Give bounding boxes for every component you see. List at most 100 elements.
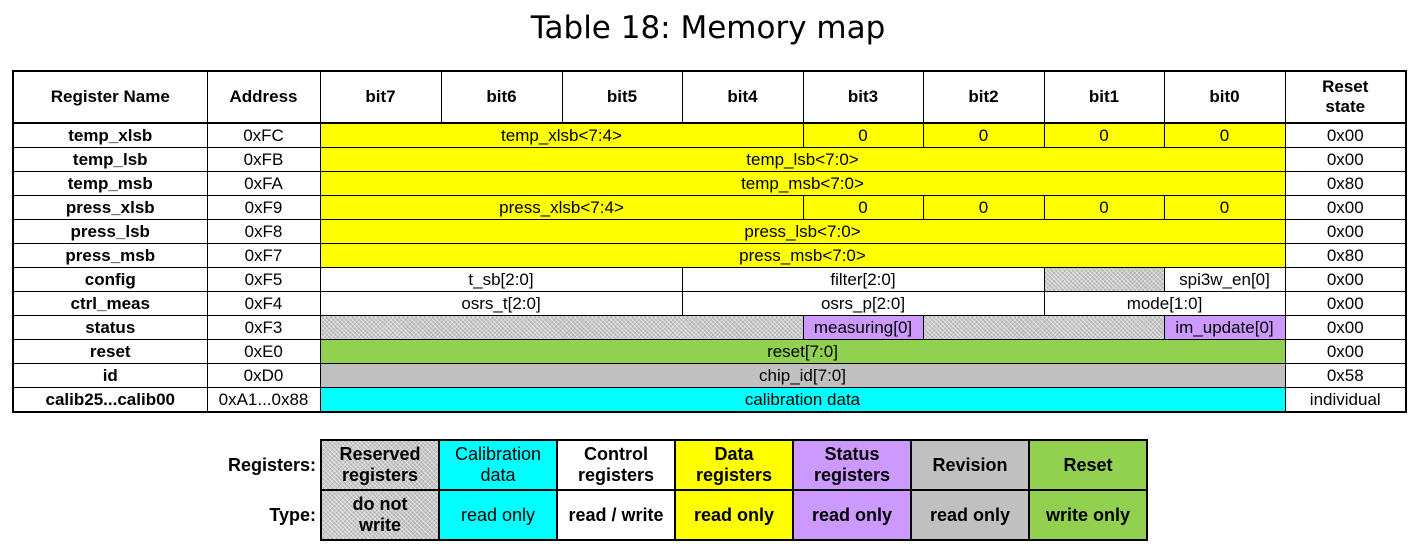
field-temp-msb: temp_msb<7:0>: [319, 171, 1286, 196]
legend-calibration-data: Calibration data: [438, 439, 558, 491]
register-address: 0xE0: [206, 339, 321, 364]
field-osrs-p: osrs_p[2:0]: [681, 291, 1045, 316]
table-row: temp_msb 0xFA temp_msb<7:0> 0x80: [12, 171, 1407, 196]
register-address: 0xFC: [206, 122, 321, 148]
field-bit3: 0: [802, 195, 924, 220]
register-name: press_xlsb: [12, 195, 208, 220]
header-reset-state-line2: state: [1325, 97, 1366, 116]
register-name: calib25...calib00: [12, 387, 208, 413]
table-row: temp_lsb 0xFB temp_lsb<7:0> 0x00: [12, 147, 1407, 172]
field-press-lsb: press_lsb<7:0>: [319, 219, 1286, 244]
legend-type-calibration: read only: [438, 489, 558, 541]
legend-text: registers: [577, 465, 655, 485]
header-address: Address: [206, 70, 321, 124]
table-row: press_xlsb 0xF9 press_xlsb<7:4> 0 0 0 0 …: [12, 195, 1407, 220]
header-bit1: bit1: [1043, 70, 1165, 124]
legend-row-labels: Registers: Type:: [200, 440, 316, 540]
field-bit1: 0: [1043, 195, 1165, 220]
register-address: 0xF9: [206, 195, 321, 220]
page-title: Table 18: Memory map: [530, 10, 886, 46]
field-temp-lsb: temp_lsb<7:0>: [319, 147, 1286, 172]
legend-type-control: read / write: [556, 489, 676, 541]
field-bit0: 0: [1163, 195, 1286, 220]
legend-type-revision: read only: [910, 489, 1030, 541]
reset-value: 0x00: [1284, 267, 1407, 292]
reset-value: 0x00: [1284, 195, 1407, 220]
legend-text: Calibration: [454, 444, 542, 464]
field-bit2: 0: [922, 122, 1045, 148]
legend-text: do not: [352, 494, 408, 514]
register-name: config: [12, 267, 208, 292]
reset-value: individual: [1284, 387, 1407, 413]
table-row: press_lsb 0xF8 press_lsb<7:0> 0x00: [12, 219, 1407, 244]
header-bit7: bit7: [319, 70, 442, 124]
reset-value: 0x00: [1284, 122, 1407, 148]
register-address: 0xF5: [206, 267, 321, 292]
legend-type-reset: write only: [1028, 489, 1148, 541]
legend-data-registers: Data registers: [674, 439, 794, 491]
table-row: press_msb 0xF7 press_msb<7:0> 0x80: [12, 243, 1407, 268]
table-row: status 0xF3 measuring[0] im_update[0] 0x…: [12, 315, 1407, 340]
reset-value: 0x00: [1284, 291, 1407, 316]
legend-text: Status: [824, 444, 880, 464]
field-bit0: 0: [1163, 122, 1286, 148]
table-row: reset 0xE0 reset[7:0] 0x00: [12, 339, 1407, 364]
memory-map-table: Register Name Address bit7 bit6 bit5 bit…: [12, 70, 1407, 413]
legend-type-do-not-write: do not write: [320, 489, 440, 541]
field-chip-id: chip_id[7:0]: [319, 363, 1286, 388]
table-row: ctrl_meas 0xF4 osrs_t[2:0] osrs_p[2:0] m…: [12, 291, 1407, 316]
register-name: temp_msb: [12, 171, 208, 196]
field-t-sb: t_sb[2:0]: [319, 267, 683, 292]
header-bit5: bit5: [561, 70, 683, 124]
register-name: press_lsb: [12, 219, 208, 244]
register-name: temp_lsb: [12, 147, 208, 172]
legend-table: Reserved registers Calibration data Cont…: [320, 439, 1148, 541]
field-im-update: im_update[0]: [1163, 315, 1286, 340]
register-address: 0xF3: [206, 315, 321, 340]
register-address: 0xA1...0x88: [206, 387, 321, 413]
field-measuring: measuring[0]: [802, 315, 924, 340]
legend-type-row: do not write read only read / write read…: [320, 489, 1148, 541]
legend-text: data: [480, 465, 516, 485]
field-temp-xlsb: temp_xlsb<7:4>: [319, 122, 804, 148]
legend-text: Reserved: [339, 444, 421, 464]
register-name: reset: [12, 339, 208, 364]
header-reset-state-line1: Reset: [1322, 77, 1369, 96]
header-register-name: Register Name: [12, 70, 208, 124]
register-name: temp_xlsb: [12, 122, 208, 148]
reset-value: 0x58: [1284, 363, 1407, 388]
field-osrs-t: osrs_t[2:0]: [319, 291, 683, 316]
register-address: 0xF4: [206, 291, 321, 316]
legend-type-data: read only: [674, 489, 794, 541]
reserved-bits-hatch: [922, 315, 1165, 340]
legend-registers-label: Registers:: [227, 455, 316, 475]
field-bit1: 0: [1043, 122, 1165, 148]
header-row: Register Name Address bit7 bit6 bit5 bit…: [12, 70, 1407, 124]
register-address: 0xD0: [206, 363, 321, 388]
header-bit2: bit2: [922, 70, 1045, 124]
register-name: status: [12, 315, 208, 340]
header-bit4: bit4: [681, 70, 804, 124]
register-address: 0xF8: [206, 219, 321, 244]
header-bit3: bit3: [802, 70, 924, 124]
field-reset: reset[7:0]: [319, 339, 1286, 364]
field-press-xlsb: press_xlsb<7:4>: [319, 195, 804, 220]
register-name: ctrl_meas: [12, 291, 208, 316]
reset-value: 0x80: [1284, 243, 1407, 268]
register-address: 0xFB: [206, 147, 321, 172]
reserved-bit-hatch: [1043, 267, 1165, 292]
field-mode: mode[1:0]: [1043, 291, 1286, 316]
legend-reset: Reset: [1028, 439, 1148, 491]
legend-revision: Revision: [910, 439, 1030, 491]
table-row: calib25...calib00 0xA1...0x88 calibratio…: [12, 387, 1407, 413]
register-name: id: [12, 363, 208, 388]
header-bit6: bit6: [440, 70, 563, 124]
register-address: 0xFA: [206, 171, 321, 196]
header-bit0: bit0: [1163, 70, 1286, 124]
legend-text: write: [358, 515, 401, 535]
legend-type-status: read only: [792, 489, 912, 541]
field-spi3w-en: spi3w_en[0]: [1163, 267, 1286, 292]
legend-control-registers: Control registers: [556, 439, 676, 491]
legend-type-label: Type:: [269, 505, 316, 525]
register-name: press_msb: [12, 243, 208, 268]
